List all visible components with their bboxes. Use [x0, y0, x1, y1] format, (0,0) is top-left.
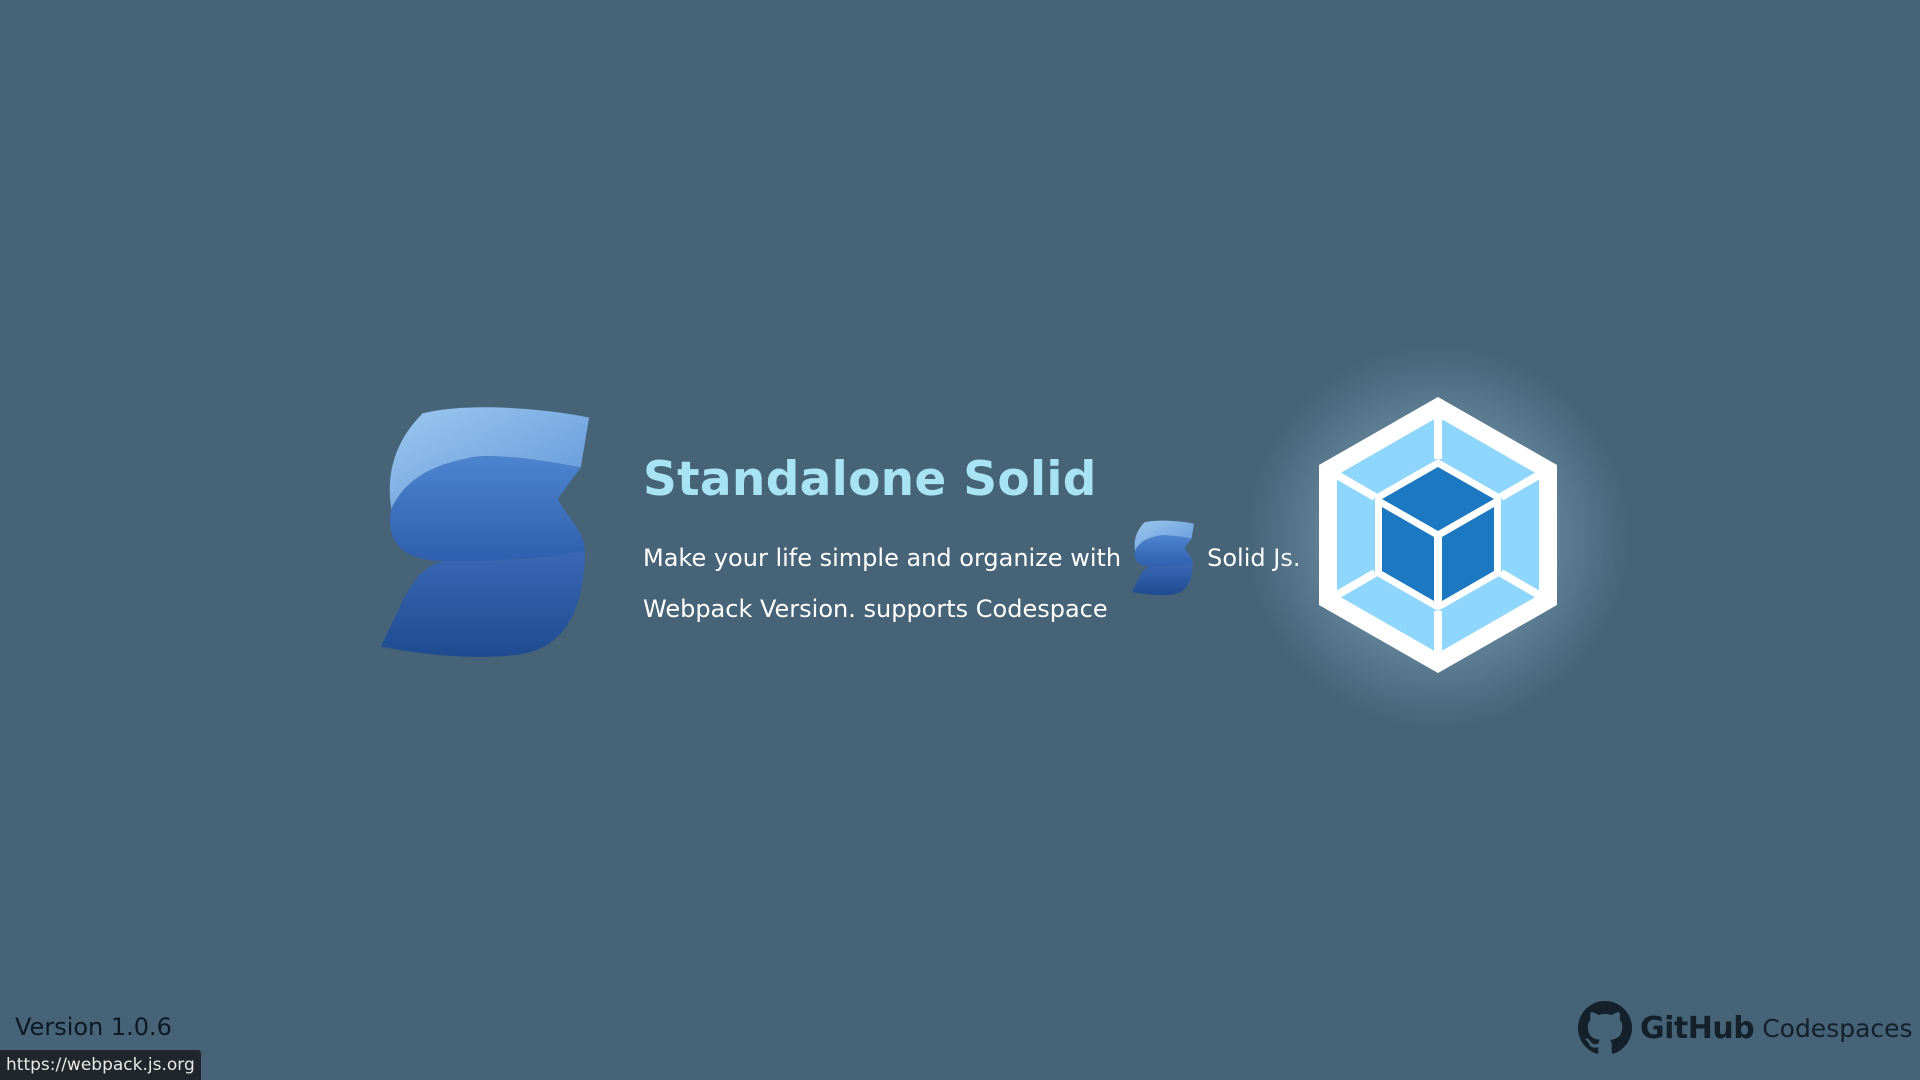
webpack-logo-icon[interactable]: [1313, 397, 1563, 677]
page-title: Standalone Solid: [643, 452, 1097, 507]
github-wordmark: GitHub: [1640, 1010, 1755, 1046]
tagline-text-before: Make your life simple and organize with: [643, 544, 1122, 572]
solid-logo-icon: [380, 407, 590, 657]
version-label: Version 1.0.6: [15, 1013, 172, 1041]
link-preview-status: https://webpack.js.org: [0, 1050, 201, 1080]
github-logo-icon: [1578, 1001, 1632, 1054]
github-codespaces-badge[interactable]: GitHub Codespaces: [1578, 1000, 1913, 1056]
subtitle: Webpack Version. supports Codespace: [643, 595, 1108, 623]
codespaces-wordmark: Codespaces: [1762, 1013, 1913, 1043]
tagline: Make your life simple and organize with …: [643, 520, 1300, 596]
solid-logo-icon: [1132, 520, 1195, 596]
